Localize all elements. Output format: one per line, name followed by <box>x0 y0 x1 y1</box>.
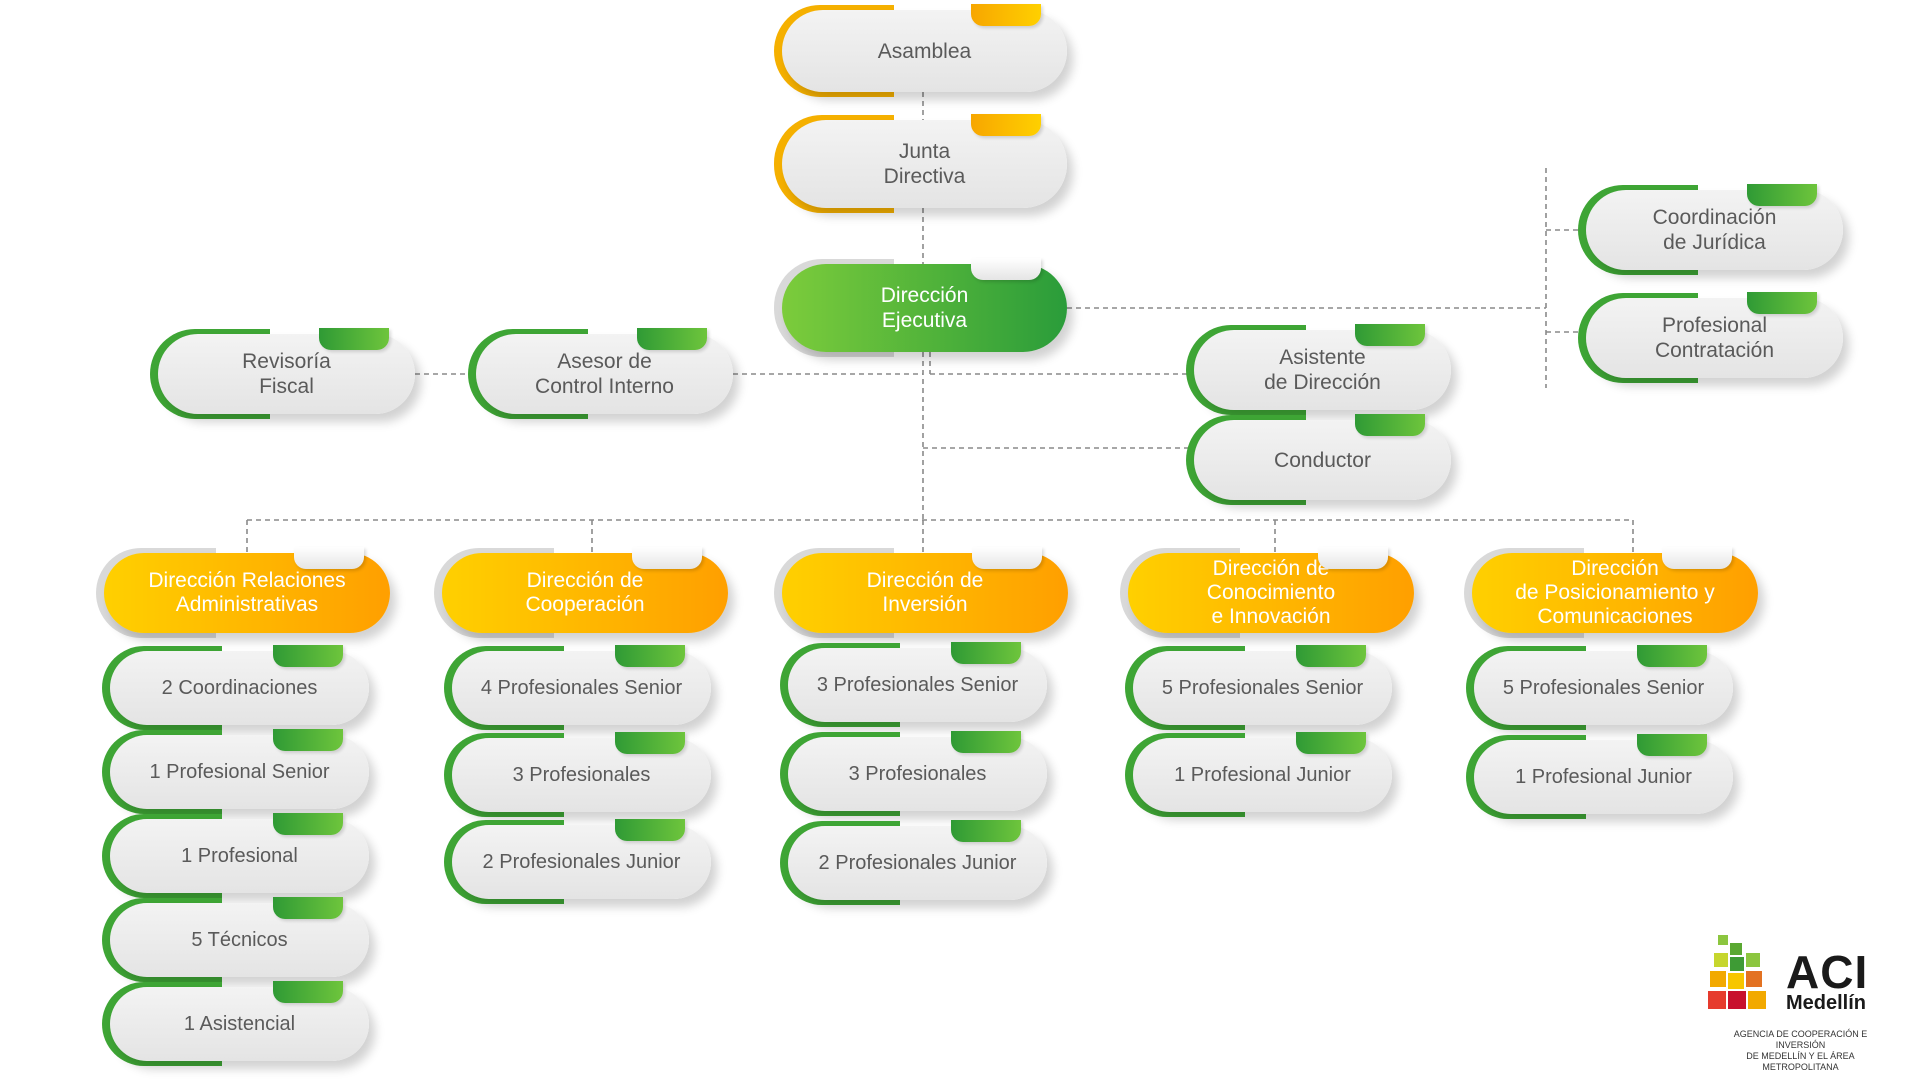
staff-item: 1 Asistencial <box>102 981 369 1066</box>
staff-label: 3 Profesionales <box>848 762 987 785</box>
staff-item: 1 Profesional Senior <box>102 729 369 814</box>
staff-label: 3 Profesionales Senior <box>816 673 1019 696</box>
aci-medellin-logo: ACI Medellín AGENCIA DE COOPERACIÓN E IN… <box>1708 935 1893 1072</box>
node-direccion-ejecutiva: Dirección Ejecutiva <box>774 258 1067 357</box>
node-label: Dirección Ejecutiva <box>880 284 969 332</box>
staff-label: 2 Coordinaciones <box>161 676 318 699</box>
staff-item: 3 Profesionales Senior <box>780 642 1047 727</box>
logo-subtitle: AGENCIA DE COOPERACIÓN E INVERSIÓN DE ME… <box>1733 1029 1868 1072</box>
staff-label: 5 Técnicos <box>191 928 288 951</box>
staff-label: 1 Profesional Junior <box>1174 763 1351 786</box>
staff-item: 5 Técnicos <box>102 897 369 982</box>
staff-label: 5 Profesionales Senior <box>1502 676 1705 699</box>
node-label: Revisoría Fiscal <box>242 350 331 398</box>
staff-item: 2 Profesionales Junior <box>780 820 1047 905</box>
staff-item: 3 Profesionales <box>444 732 711 817</box>
node-label: Dirección de Conocimiento e Innovación <box>1206 557 1336 628</box>
logo-brand: ACI <box>1786 946 1869 998</box>
node-coordinacion-juridica: Coordinación de Jurídica <box>1578 184 1843 275</box>
staff-label: 4 Profesionales Senior <box>480 676 683 699</box>
logo-mosaic-icon <box>1708 935 1782 1013</box>
node-direccion-inversion: Dirección de Inversión <box>774 547 1068 638</box>
node-label: Asesor de Control Interno <box>535 350 674 398</box>
node-label: Conductor <box>1274 448 1371 472</box>
node-asesor-control-interno: Asesor de Control Interno <box>468 328 733 419</box>
node-revisoria-fiscal: Revisoría Fiscal <box>150 328 415 419</box>
staff-item: 1 Profesional Junior <box>1125 732 1392 817</box>
logo-city: Medellín <box>1786 992 1867 1014</box>
node-label: Dirección de Inversión <box>866 569 984 616</box>
node-conductor: Conductor <box>1186 414 1451 505</box>
node-label: Asamblea <box>877 39 972 63</box>
node-direccion-relaciones-administrativas: Dirección Relaciones Administrativas <box>96 547 390 638</box>
node-label: Dirección de Posicionamiento y Comunicac… <box>1515 557 1715 628</box>
node-profesional-contratacion: Profesional Contratación <box>1578 292 1843 383</box>
staff-item: 1 Profesional Junior <box>1466 734 1733 819</box>
staff-item: 5 Profesionales Senior <box>1125 645 1392 730</box>
node-junta-directiva: Junta Directiva <box>774 114 1067 213</box>
staff-item: 5 Profesionales Senior <box>1466 645 1733 730</box>
node-label: Coordinación de Jurídica <box>1652 206 1777 254</box>
staff-item: 4 Profesionales Senior <box>444 645 711 730</box>
staff-label: 1 Profesional Junior <box>1515 765 1692 788</box>
staff-item: 2 Coordinaciones <box>102 645 369 730</box>
staff-item: 3 Profesionales <box>780 731 1047 816</box>
staff-label: 2 Profesionales Junior <box>482 850 681 873</box>
node-direccion-conocimiento-innovacion: Dirección de Conocimiento e Innovación <box>1120 547 1414 638</box>
staff-label: 1 Profesional Senior <box>149 760 330 783</box>
node-label: Dirección Relaciones Administrativas <box>148 569 346 616</box>
node-direccion-posicionamiento-comunicaciones: Dirección de Posicionamiento y Comunicac… <box>1464 547 1758 638</box>
staff-item: 1 Profesional <box>102 813 369 898</box>
node-direccion-cooperacion: Dirección de Cooperación <box>434 547 728 638</box>
staff-label: 2 Profesionales Junior <box>818 851 1017 874</box>
staff-item: 2 Profesionales Junior <box>444 819 711 904</box>
node-asamblea: Asamblea <box>774 4 1067 97</box>
staff-label: 5 Profesionales Senior <box>1161 676 1364 699</box>
staff-label: 3 Profesionales <box>512 763 651 786</box>
node-label: Asistente de Dirección <box>1264 346 1381 394</box>
node-label: Junta Directiva <box>883 140 966 188</box>
node-label: Dirección de Cooperación <box>525 569 645 616</box>
node-asistente-direccion: Asistente de Dirección <box>1186 324 1451 415</box>
staff-label: 1 Profesional <box>181 844 298 867</box>
node-label: Profesional Contratación <box>1654 314 1775 362</box>
staff-label: 1 Asistencial <box>183 1012 296 1035</box>
